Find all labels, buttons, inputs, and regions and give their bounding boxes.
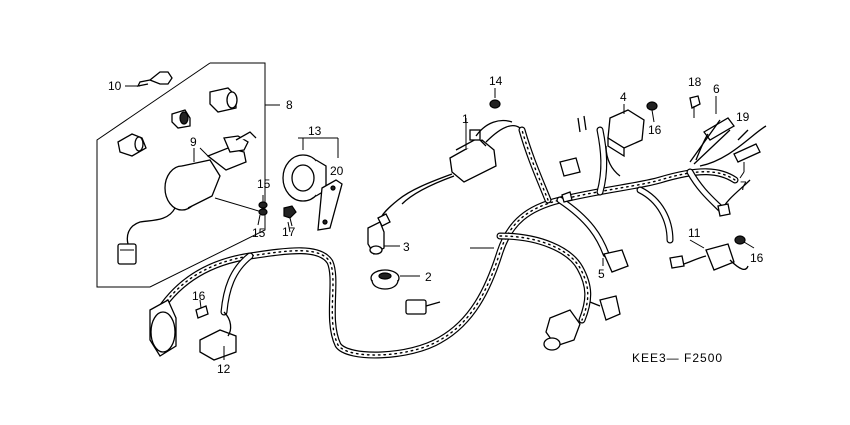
callout-part-12: 12 — [217, 362, 231, 376]
bolt-part-14 — [489, 88, 501, 109]
bolt-part-16-upper — [646, 101, 658, 123]
callout-part-17: 17 — [282, 225, 296, 239]
callout-part-16-right: 16 — [750, 251, 764, 265]
key-part — [125, 71, 173, 87]
callout-part-15-upper: 15 — [257, 177, 271, 191]
callout-part-4: 4 — [620, 90, 627, 104]
ignition-switch-kit-box — [96, 62, 280, 288]
callout-part-19: 19 — [736, 110, 750, 124]
fuse-terminal-parts — [689, 95, 767, 217]
figure-code-label: KEE3— F2500 — [632, 351, 723, 365]
callout-part-13: 13 — [308, 124, 322, 138]
callout-part-18: 18 — [688, 75, 702, 89]
callout-part-16-lower: 16 — [192, 289, 206, 303]
callout-part-20: 20 — [330, 164, 344, 178]
grommet-part — [370, 269, 420, 290]
horn-part — [282, 137, 343, 231]
callout-part-8: 8 — [286, 98, 293, 112]
regulator-part — [605, 104, 645, 177]
callout-part-10: 10 — [108, 79, 122, 93]
bolt-part-16-right — [734, 235, 755, 249]
callout-part-14: 14 — [489, 74, 503, 88]
callout-part-7: 7 — [740, 179, 747, 193]
main-wire-harness — [156, 126, 739, 359]
callout-part-15-lower: 15 — [252, 226, 266, 240]
callout-part-1: 1 — [462, 112, 469, 126]
ignition-switch-body — [117, 131, 257, 265]
ignition-coil-part — [377, 118, 521, 227]
lock-cylinder-parts — [117, 87, 238, 157]
leader-lines — [199, 96, 745, 360]
spark-plug-cap-part — [367, 221, 400, 255]
callout-part-16-upper: 16 — [648, 123, 662, 137]
callout-part-2: 2 — [425, 270, 432, 284]
bolt-part-17 — [283, 205, 297, 227]
callout-part-3: 3 — [403, 240, 410, 254]
screw-part-15 — [214, 195, 268, 226]
callout-part-11: 11 — [688, 226, 701, 240]
callout-part-6: 6 — [713, 82, 720, 96]
callout-part-5: 5 — [598, 267, 605, 281]
callout-part-9: 9 — [190, 135, 197, 149]
relay-part-11 — [669, 243, 749, 271]
harness-connectors — [149, 115, 629, 361]
